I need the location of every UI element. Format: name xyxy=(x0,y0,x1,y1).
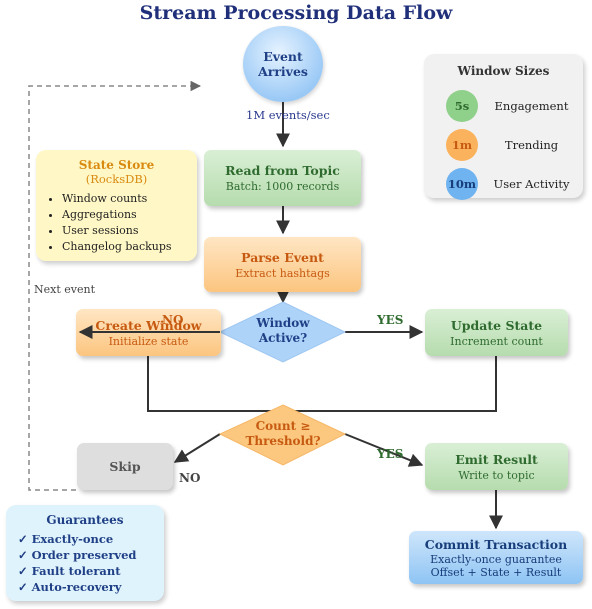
parse-event-subtitle: Extract hashtags xyxy=(235,266,330,280)
update-state-node: Update State Increment count xyxy=(425,309,568,356)
commit-subtitle-1: Exactly-once guarantee xyxy=(430,552,562,566)
window-sizes-title: Window Sizes xyxy=(457,64,550,78)
list-item: User sessions xyxy=(62,223,185,239)
no-window-label: NO xyxy=(162,313,184,327)
window-size-row: 1m Trending xyxy=(432,125,575,164)
window-size-row: 10m User Activity xyxy=(432,164,575,203)
state-store-subtitle: (RocksDB) xyxy=(85,172,148,186)
threshold-decision: Count ≥ Threshold? xyxy=(232,419,334,449)
event-node-line1: Event xyxy=(263,49,303,64)
window-active-line2: Active? xyxy=(258,331,308,345)
guarantees-panel: Guarantees ✓ Exactly-once ✓ Order preser… xyxy=(6,505,164,601)
rate-label: 1M events/sec xyxy=(246,108,330,122)
emit-result-subtitle: Write to topic xyxy=(458,468,535,482)
event-arrives-node: Event Arrives xyxy=(243,26,323,102)
yes-threshold-label: YES xyxy=(377,447,404,461)
window-badge-5s: 5s xyxy=(446,89,478,122)
edge-merge xyxy=(147,356,497,412)
yes-window-label: YES xyxy=(377,313,404,327)
skip-node: Skip xyxy=(77,443,173,490)
create-window-node: Create Window Initialize state xyxy=(76,309,221,356)
list-item: Window counts xyxy=(62,191,185,207)
guarantee-item: ✓ Exactly-once xyxy=(18,532,114,546)
edge-threshold-skip xyxy=(173,433,221,463)
guarantee-item: ✓ Auto-recovery xyxy=(18,580,122,594)
state-store-panel: State Store (RocksDB) Window counts Aggr… xyxy=(36,150,197,261)
emit-result-title: Emit Result xyxy=(455,451,538,467)
window-label: Trending xyxy=(504,137,559,152)
window-label: Engagement xyxy=(494,98,569,113)
commit-title: Commit Transaction xyxy=(424,536,568,552)
list-item: Aggregations xyxy=(62,207,185,223)
state-store-title: State Store xyxy=(78,158,155,172)
create-window-title: Create Window xyxy=(95,317,202,333)
window-badge-10m: 10m xyxy=(446,167,478,200)
commit-subtitle-2: Offset + State + Result xyxy=(430,565,562,579)
threshold-diamond-shape xyxy=(218,404,347,466)
guarantees-title: Guarantees xyxy=(46,513,124,527)
window-sizes-panel: Window Sizes 5s Engagement 1m Trending 1… xyxy=(424,54,583,200)
state-store-list: Window counts Aggregations User sessions… xyxy=(48,191,185,255)
update-state-subtitle: Increment count xyxy=(450,334,543,348)
update-state-title: Update State xyxy=(450,317,543,333)
window-active-diamond-shape xyxy=(218,301,347,363)
commit-transaction-node: Commit Transaction Exactly-once guarante… xyxy=(409,531,583,584)
read-topic-subtitle: Batch: 1000 records xyxy=(225,180,340,193)
edge-threshold-emit xyxy=(344,433,424,467)
emit-result-node: Emit Result Write to topic xyxy=(425,443,568,490)
threshold-line1: Count ≥ xyxy=(255,419,311,433)
read-topic-title: Read from Topic xyxy=(225,163,340,178)
guarantee-item: ✓ Fault tolerant xyxy=(18,564,121,578)
read-from-topic-node: Read from Topic Batch: 1000 records xyxy=(204,150,361,206)
guarantee-item: ✓ Order preserved xyxy=(18,548,137,562)
threshold-line2: Threshold? xyxy=(245,434,321,448)
window-badge-1m: 1m xyxy=(446,128,478,161)
page-title: Stream Processing Data Flow xyxy=(139,2,453,24)
parse-event-title: Parse Event xyxy=(241,249,324,265)
skip-title: Skip xyxy=(109,459,141,474)
window-active-decision: Window Active? xyxy=(232,316,334,346)
window-label: User Activity xyxy=(493,176,570,191)
parse-event-node: Parse Event Extract hashtags xyxy=(204,237,361,292)
no-threshold-label: NO xyxy=(179,471,201,485)
next-event-label: Next event xyxy=(34,283,95,296)
event-node-line2: Arrives xyxy=(258,64,308,79)
list-item: Changelog backups xyxy=(62,239,185,255)
window-size-row: 5s Engagement xyxy=(432,86,575,125)
create-window-subtitle: Initialize state xyxy=(108,334,189,348)
window-active-line1: Window xyxy=(256,316,310,330)
